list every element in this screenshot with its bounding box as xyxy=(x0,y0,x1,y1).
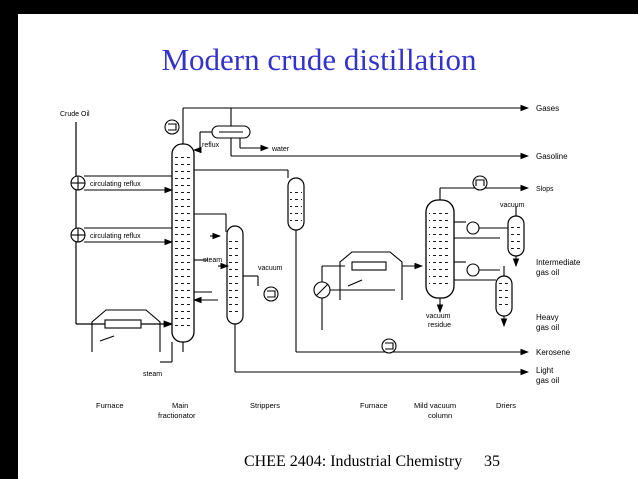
slide-title: Modern crude distillation xyxy=(161,42,477,77)
drier-1 xyxy=(507,215,525,257)
drier-vacuum-label: vacuum xyxy=(500,202,525,209)
overhead-system xyxy=(164,104,530,160)
circulating-reflux-2-label: circulating reflux xyxy=(90,233,141,240)
furnace-2 xyxy=(339,251,424,300)
strippers-caption: Strippers xyxy=(250,401,280,410)
stripper-steam-label: steam xyxy=(203,257,222,264)
drier-2 xyxy=(495,275,513,317)
stripper-vacuum-label: vacuum xyxy=(258,265,283,272)
furnace-1 xyxy=(91,309,161,352)
circulating-reflux-1-label: circulating reflux xyxy=(90,181,141,188)
drier-lines xyxy=(500,206,520,328)
slide-background xyxy=(18,14,638,479)
stripper-2-lines xyxy=(295,230,530,356)
crude-oil-label: Crude Oil xyxy=(60,111,90,118)
slops-output-label: Slops xyxy=(536,186,554,193)
stripper-2 xyxy=(287,177,305,231)
side-draw-lines xyxy=(160,169,289,363)
circulating-reflux-loops xyxy=(70,175,174,246)
stripper-1-lines xyxy=(218,262,530,376)
furnace-1-caption: Furnace xyxy=(96,401,124,410)
vacuum-column-lines xyxy=(436,175,530,314)
driers-caption: Driers xyxy=(496,401,516,410)
furnace-2-caption: Furnace xyxy=(360,401,388,410)
reflux-label: reflux xyxy=(202,142,220,149)
gasoline-output-label: Gasoline xyxy=(536,152,568,161)
main-fractionator xyxy=(171,143,195,343)
residue-transfer-lines xyxy=(182,265,395,352)
page-number: 35 xyxy=(484,453,500,470)
gases-output-label: Gases xyxy=(536,104,559,113)
kerosene-output-label: Kerosene xyxy=(536,348,571,357)
main-steam-label: steam xyxy=(143,371,162,378)
slide-footer: CHEE 2404: Industrial Chemistry xyxy=(244,453,463,470)
crude-oil-feed-line xyxy=(75,122,174,328)
water-label: water xyxy=(271,146,290,153)
mild-vacuum-column xyxy=(425,199,455,299)
stripper-1 xyxy=(226,225,244,325)
